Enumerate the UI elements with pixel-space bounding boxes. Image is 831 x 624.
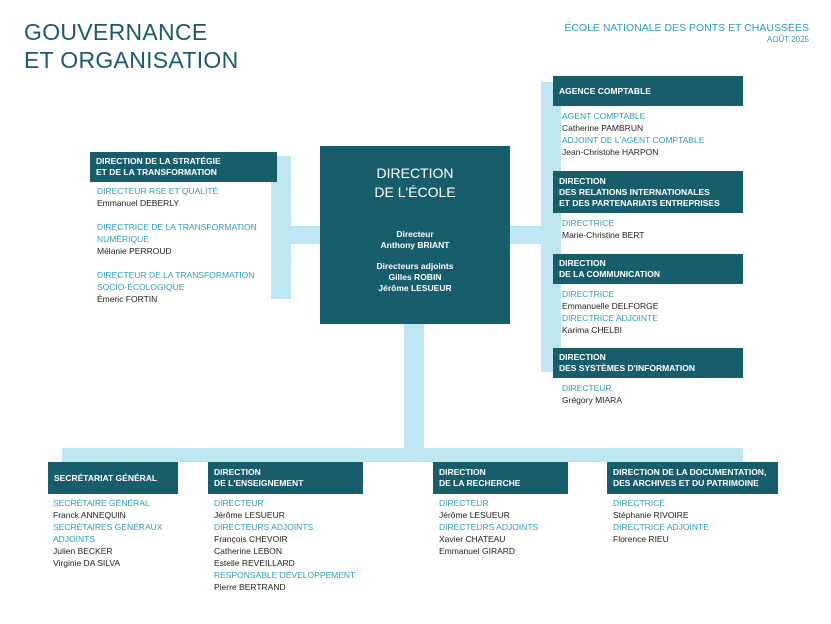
connector-right-vertical [541, 82, 561, 372]
international-title-line2: DES RELATIONS INTERNATIONALES [559, 186, 710, 197]
connector-left-horizontal [271, 226, 321, 244]
member-name: Catherine LEBON [214, 546, 283, 556]
member-name: Virginie DA SILVA [53, 558, 121, 568]
si-header: DIRECTION DES SYSTÈMES D'INFORMATION [553, 348, 743, 378]
member-name: Catherine PAMBRUN [562, 123, 644, 133]
direction-ecole-title-line1: DIRECTION [376, 165, 454, 181]
member-name: Émeric FORTIN [97, 294, 158, 304]
documentation-title-line2: DES ARCHIVES ET DU PATRIMOINE [613, 478, 759, 488]
enseignement-members: DIRECTEUR Jérôme LESUEUR DIRECTEURS ADJO… [214, 497, 374, 593]
si-title-line1: DIRECTION [559, 352, 606, 362]
member-role: DIRECTEUR [439, 498, 489, 508]
agence-header: AGENCE COMPTABLE [553, 76, 743, 106]
strategy-members: DIRECTEUR RSE ET QUALITÉ Emmanuel DEBERL… [97, 185, 269, 305]
member-name: Jérôme LESUEUR [439, 510, 510, 520]
member-name: Mélanie PERROUD [97, 246, 172, 256]
documentation-title-line1: DIRECTION DE LA DOCUMENTATION, [613, 467, 767, 477]
page-title: GOUVERNANCE ET ORGANISATION [24, 18, 239, 74]
member-role: DIRECTEUR RSE ET QUALITÉ [97, 186, 219, 196]
member-name: Grégory MIARA [562, 395, 622, 405]
director-name: Anthony BRIANT [380, 240, 450, 250]
member-name: Julien BECKER [53, 546, 113, 556]
direction-ecole-title-line2: DE L'ÉCOLE [374, 184, 456, 200]
secretariat-header: SECRÉTARIAT GÉNÉRAL [48, 462, 178, 494]
communication-title-line2: DE LA COMMUNICATION [559, 269, 661, 279]
member-name: Pierre BERTRAND [214, 582, 286, 592]
deputy-name: Gilles ROBIN [388, 272, 442, 282]
documentation-members: DIRECTRICE Stéphanie RIVOIRE DIRECTRICE … [613, 497, 773, 545]
member-role: DIRECTRICE [613, 498, 665, 508]
member-name: Jean-Christohe HARPON [562, 147, 659, 157]
member-name: Estelle REVEILLARD [214, 558, 295, 568]
member-role: DIRECTRICE [562, 289, 614, 299]
strategy-header: DIRECTION DE LA STRATÉGIE ET DE LA TRANS… [90, 152, 277, 182]
recherche-header: DIRECTION DE LA RECHERCHE [433, 462, 568, 494]
secretariat-title: SECRÉTARIAT GÉNÉRAL [54, 472, 158, 483]
agence-members: AGENT COMPTABLE Catherine PAMBRUN ADJOIN… [562, 110, 742, 158]
communication-title-line1: DIRECTION [559, 258, 606, 268]
school-name: ÉCOLE NATIONALE DES PONTS ET CHAUSSÉES [564, 22, 809, 34]
member-role: DIRECTEURS ADJOINTS [439, 522, 539, 532]
member-role: DIRECTRICE [562, 218, 614, 228]
si-members: DIRECTEUR Grégory MIARA [562, 382, 742, 406]
enseignement-title-line2: DE L'ENSEIGNEMENT [214, 478, 304, 488]
deputies-role: Directeurs adjoints [376, 261, 454, 271]
connector-center-vertical [404, 323, 424, 451]
agence-title: AGENCE COMPTABLE [559, 85, 651, 96]
member-name: Stéphanie RIVOIRE [613, 510, 689, 520]
member-name: Karima CHELBI [562, 325, 622, 335]
communication-header: DIRECTION DE LA COMMUNICATION [553, 254, 743, 284]
member-name: Marie-Christine BERT [562, 230, 645, 240]
member-role: DIRECTEUR DE LA TRANSFORMATION [97, 270, 255, 280]
document-date: AOÛT 2025 [766, 35, 809, 44]
recherche-title-line2: DE LA RECHERCHE [439, 478, 521, 488]
member-name: Emmanuelle DELFORGE [562, 301, 659, 311]
page-title-line2: ET ORGANISATION [24, 47, 239, 73]
member-role: SECRÉTAIRE GÉNÉRAL [53, 498, 150, 508]
member-role: DIRECTEUR [562, 383, 612, 393]
member-role: DIRECTRICE ADJOINTE [613, 522, 709, 532]
member-role: DIRECTRICE DE LA TRANSFORMATION [97, 222, 257, 232]
member-role: DIRECTEURS ADJOINTS [214, 522, 314, 532]
recherche-title-line1: DIRECTION [439, 467, 486, 477]
member-name: Emmanuel DEBERLY [97, 198, 180, 208]
enseignement-header: DIRECTION DE L'ENSEIGNEMENT [208, 462, 363, 494]
director-role: Directeur [396, 229, 434, 239]
strategy-title-line2: ET DE LA TRANSFORMATION [96, 167, 217, 177]
member-role: RESPONSABLE DÉVELOPPEMENT [214, 570, 356, 580]
deputy-name: Jérôme LESUEUR [378, 283, 452, 293]
member-role: ADJOINTS [53, 534, 96, 544]
member-role: DIRECTEUR [214, 498, 264, 508]
member-name: Florence RIEU [613, 534, 669, 544]
documentation-header: DIRECTION DE LA DOCUMENTATION, DES ARCHI… [607, 462, 778, 494]
international-title-line3: ET DES PARTENARIATS ENTREPRISES [559, 197, 720, 208]
international-members: DIRECTRICE Marie-Christine BERT [562, 217, 742, 241]
recherche-members: DIRECTEUR Jérôme LESUEUR DIRECTEURS ADJO… [439, 497, 589, 557]
member-role: ADJOINT DE L'AGENT COMPTABLE [562, 135, 705, 145]
member-name: Jérôme LESUEUR [214, 510, 285, 520]
member-role: SECRÉTAIRES GÉNÉRAUX [53, 522, 163, 532]
strategy-title-line1: DIRECTION DE LA STRATÉGIE [96, 156, 221, 166]
member-role: DIRECTRICE ADJOINTE [562, 313, 658, 323]
member-name: François CHEVOIR [214, 534, 288, 544]
direction-ecole-box: DIRECTION DE L'ÉCOLE Directeur Anthony B… [320, 146, 510, 324]
member-name: Franck ANNEQUIN [53, 510, 126, 520]
member-name: Xavier CHATEAU [439, 534, 506, 544]
si-title-line2: DES SYSTÈMES D'INFORMATION [559, 363, 695, 373]
member-role: NUMÉRIQUE [97, 234, 149, 244]
international-header: DIRECTION DES RELATIONS INTERNATIONALES … [553, 171, 743, 213]
communication-members: DIRECTRICE Emmanuelle DELFORGE DIRECTRIC… [562, 288, 742, 336]
enseignement-title-line1: DIRECTION [214, 467, 261, 477]
member-role: SOCIO-ÉCOLOGIQUE [97, 282, 185, 292]
member-role: AGENT COMPTABLE [562, 111, 646, 121]
page-title-line1: GOUVERNANCE [24, 19, 208, 45]
secretariat-members: SECRÉTAIRE GÉNÉRAL Franck ANNEQUIN SECRÉ… [53, 497, 203, 569]
member-name: Emmanuel GIRARD [439, 546, 516, 556]
connector-bottom-horizontal [62, 448, 743, 462]
international-title-line1: DIRECTION [559, 175, 606, 186]
